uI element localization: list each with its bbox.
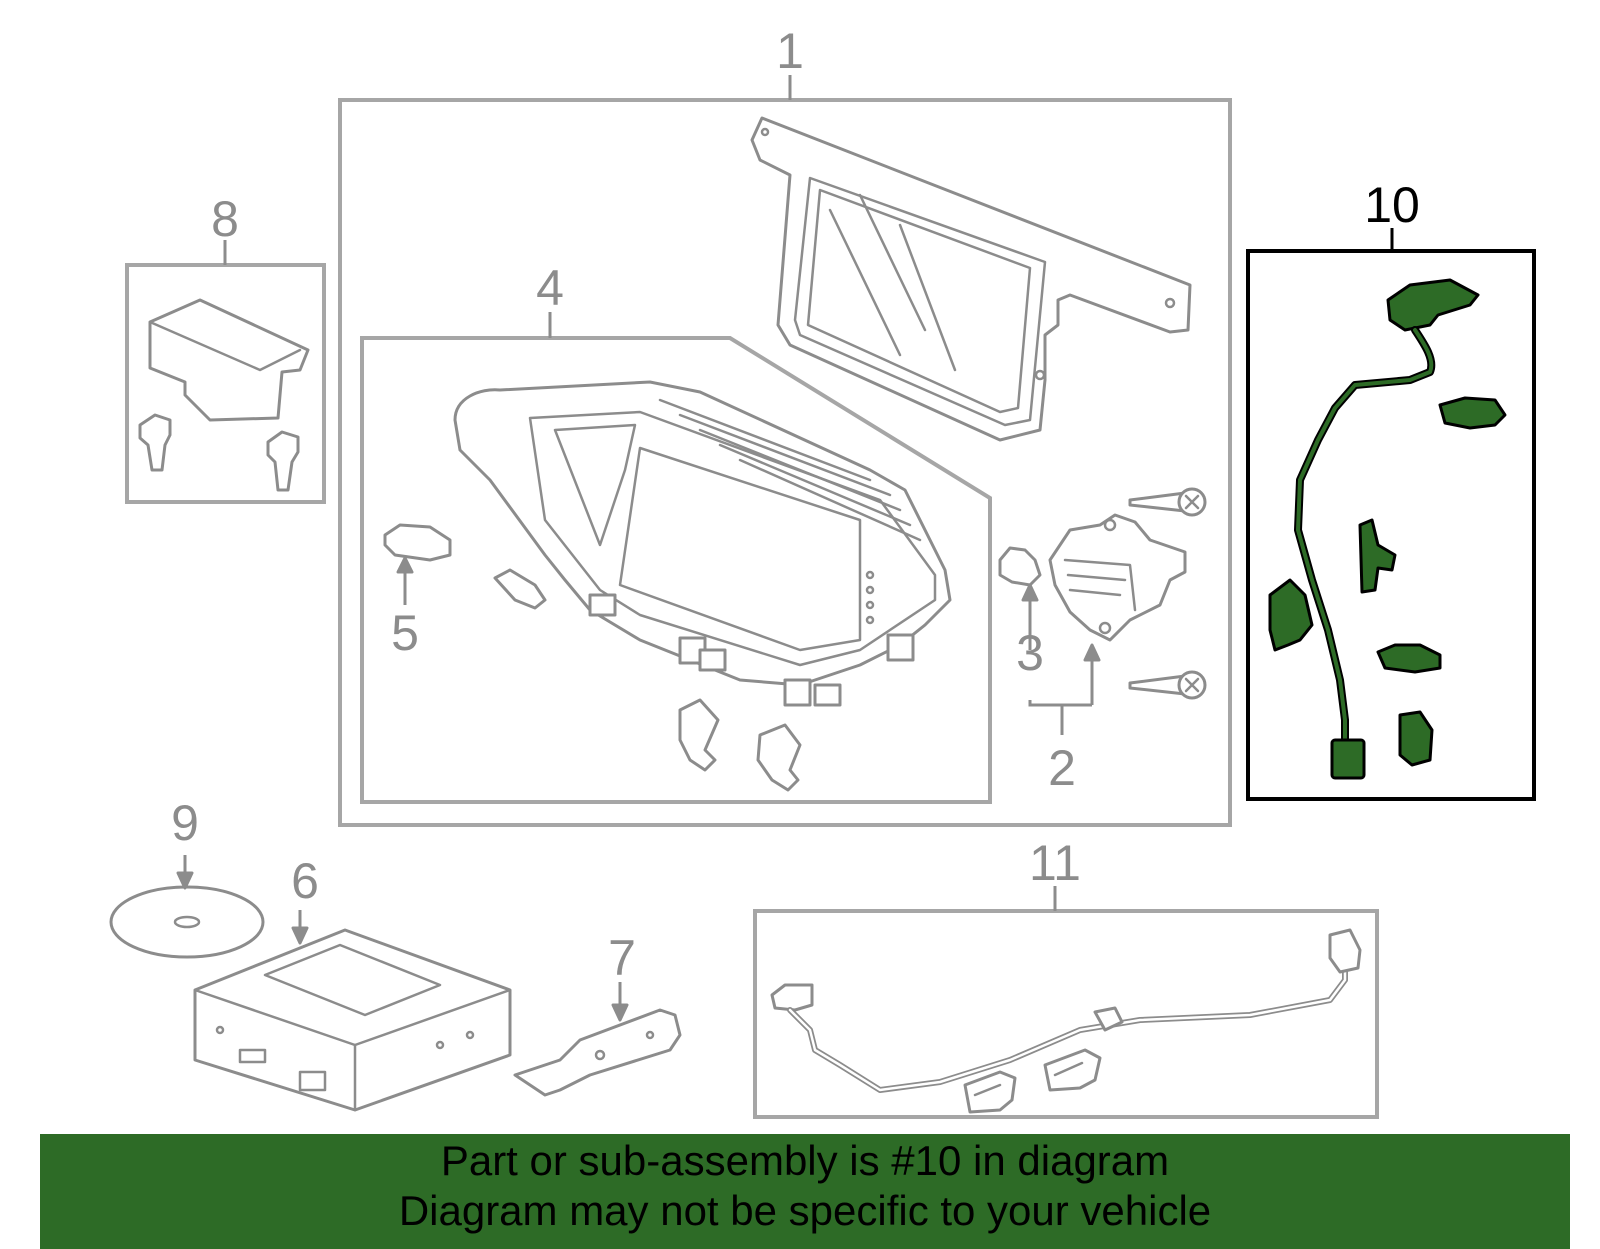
part-9-disc[interactable] [109, 855, 265, 959]
callout-6: 6 [291, 853, 319, 909]
banner-line-2: Diagram may not be specific to your vehi… [398, 1187, 1212, 1234]
part-5-cap[interactable] [383, 523, 547, 610]
banner-line-1: Part or sub-assembly is #10 in diagram [440, 1137, 1170, 1184]
group-frame-10 [1246, 228, 1536, 801]
callout-10: 10 [1364, 177, 1420, 233]
info-banner: Part or sub-assembly is #10 in diagram D… [40, 1134, 1570, 1249]
part-10-camera-harness[interactable] [1268, 278, 1507, 780]
callout-8: 8 [211, 191, 239, 247]
callout-labels: 1 2 3 4 5 6 7 8 9 10 11 [171, 23, 1420, 986]
group-frame-11 [753, 886, 1379, 1119]
callout-1: 1 [776, 23, 804, 79]
group-frame-4 [360, 312, 992, 804]
meter-slats [658, 398, 922, 542]
callout-5: 5 [391, 605, 419, 661]
part-1-display-unit[interactable] [750, 116, 1192, 442]
group-frame-1 [338, 75, 1232, 827]
meter-lower-clips [678, 698, 802, 792]
part-3-clip[interactable] [998, 546, 1042, 587]
callout-3: 3 [1016, 625, 1044, 681]
leaders-2-3 [1021, 583, 1101, 735]
callout-7: 7 [608, 930, 636, 986]
group-frame-8 [125, 240, 326, 504]
callout-2: 2 [1048, 740, 1076, 796]
part-8-cover-and-clips[interactable] [138, 298, 310, 492]
part-2-switch[interactable] [1048, 513, 1187, 642]
callout-11: 11 [1029, 835, 1081, 891]
part-6-nav-unit[interactable] [193, 910, 512, 1112]
screws [1128, 487, 1207, 700]
callout-9: 9 [171, 795, 199, 851]
part-4-meter-housing[interactable] [453, 380, 952, 707]
part-11-harness[interactable] [770, 928, 1362, 1114]
part-7-bracket[interactable] [513, 982, 682, 1097]
callout-4: 4 [536, 260, 564, 316]
